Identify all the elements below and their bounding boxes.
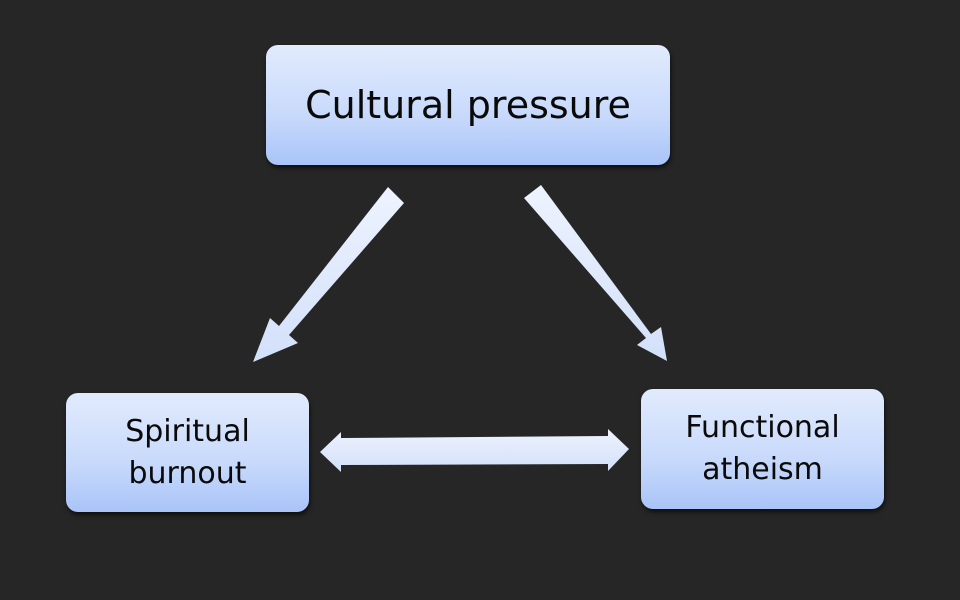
node-spiritual-burnout: Spiritual burnout	[66, 393, 309, 512]
node-label-line-1: Functional	[685, 410, 840, 445]
arrow-burnout-atheism-bidirectional	[320, 429, 629, 472]
arrow-cultural-to-burnout	[253, 187, 404, 362]
node-functional-atheism: Functional atheism	[641, 389, 884, 509]
node-label-line-1: Spiritual	[125, 413, 250, 449]
node-label: Cultural pressure	[305, 83, 631, 127]
arrow-cultural-to-atheism	[524, 185, 667, 361]
node-label-line-2: burnout	[128, 455, 247, 491]
node-label-line-2: atheism	[702, 452, 823, 487]
node-cultural-pressure: Cultural pressure	[266, 45, 670, 165]
